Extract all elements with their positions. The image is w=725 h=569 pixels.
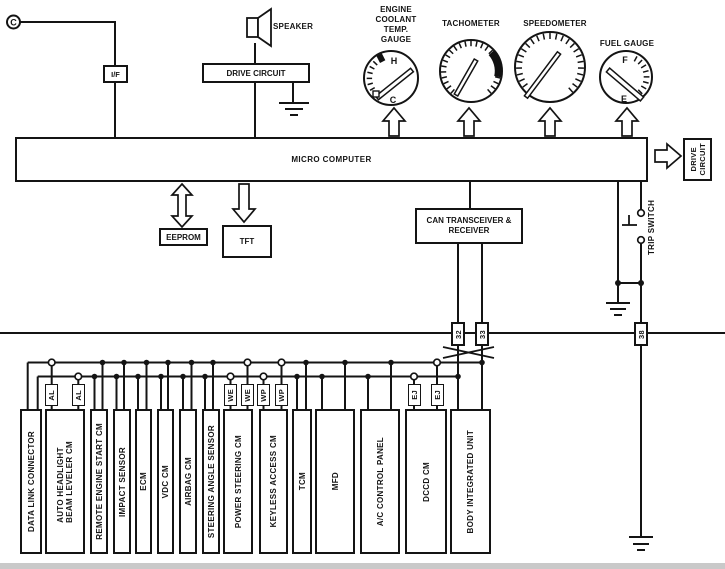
can-transceiver-label: CAN TRANSCEIVER & RECEIVER bbox=[426, 216, 512, 235]
trip-switch-contact-bottom bbox=[636, 235, 646, 245]
eeprom-label: EEPROM bbox=[166, 232, 201, 242]
arrow-up-fuel-gauge bbox=[614, 106, 640, 137]
arrow-up-speedometer bbox=[537, 106, 563, 137]
speaker-icon bbox=[246, 7, 272, 48]
tft-label: TFT bbox=[239, 237, 255, 246]
connector-33-label: 33 bbox=[477, 329, 487, 339]
module-body-integrated-unit: BODY INTEGRATED UNIT bbox=[450, 409, 491, 554]
module-airbag-cm: AIRBAG CM bbox=[179, 409, 197, 554]
tag-we-1: WE bbox=[224, 384, 237, 406]
speaker-drive-circuit-box: DRIVE CIRCUIT bbox=[202, 63, 310, 83]
ground-symbol-speaker bbox=[279, 102, 309, 116]
tag-wp-1: WP bbox=[257, 384, 270, 406]
engine-coolant-temp-gauge-icon: HC bbox=[363, 50, 419, 106]
module-data-link-connector: DATA LINK CONNECTOR bbox=[20, 409, 42, 554]
module-tcm: TCM bbox=[292, 409, 312, 554]
scan-edge-shadow bbox=[0, 563, 725, 569]
module-mfd: MFD bbox=[315, 409, 355, 554]
ground-symbol-trip bbox=[606, 302, 630, 316]
right-drive-circuit-label: DRIVE CIRCUIT bbox=[688, 143, 707, 176]
connector-circles bbox=[47, 208, 646, 381]
svg-text:C: C bbox=[10, 18, 17, 28]
can-transceiver-box: CAN TRANSCEIVER & RECEIVER bbox=[415, 208, 523, 244]
arrow-up-tachometer bbox=[456, 106, 482, 137]
module-power-steering-cm: POWER STEERING CM bbox=[223, 409, 253, 554]
speedometer-title: SPEEDOMETER bbox=[523, 19, 587, 28]
speaker-drive-circuit-label: DRIVE CIRCUIT bbox=[226, 68, 286, 78]
if-label: I/F bbox=[111, 69, 120, 79]
speedometer-icon bbox=[514, 31, 586, 103]
micro-computer-box: MICRO COMPUTER bbox=[15, 137, 648, 182]
arrow-double-eeprom bbox=[170, 182, 194, 229]
connector-32-label: 32 bbox=[453, 329, 463, 339]
tag-we-2: WE bbox=[241, 384, 254, 406]
trip-switch-contact-top bbox=[636, 208, 646, 218]
junction-dots bbox=[91, 280, 644, 380]
arrow-up-coolant-gauge bbox=[381, 106, 407, 137]
module-auto-headlight-beam-leveler-cm: AUTO HEADLIGHT BEAM LEVELER CM bbox=[45, 409, 85, 554]
module-steering-angle-sensor: STEERING ANGLE SENSOR bbox=[202, 409, 220, 554]
tag-ej-2: EJ bbox=[430, 384, 444, 406]
eeprom-box: EEPROM bbox=[159, 228, 208, 246]
module-ecm: ECM bbox=[135, 409, 152, 554]
micro-computer-label: MICRO COMPUTER bbox=[291, 155, 372, 164]
tft-box: TFT bbox=[222, 225, 272, 258]
tag-al-2: AL bbox=[71, 384, 85, 406]
tag-ej-1: EJ bbox=[407, 384, 421, 406]
coolant-gauge-title: ENGINE COOLANT TEMP. GAUGE bbox=[375, 5, 417, 44]
if-box: I/F bbox=[103, 65, 128, 83]
connector-38-label: 38 bbox=[636, 329, 646, 339]
module-ac-control-panel: A/C CONTROL PANEL bbox=[360, 409, 400, 554]
fuel-gauge-top-label: F bbox=[622, 55, 628, 65]
fuel-gauge-bottom-label: E bbox=[621, 94, 627, 104]
tachometer-title: TACHOMETER bbox=[442, 19, 500, 28]
fuel-gauge-icon: FE bbox=[599, 50, 653, 104]
connector-32-box: 32 bbox=[451, 322, 465, 346]
module-impact-sensor: IMPACT SENSOR bbox=[113, 409, 131, 554]
circuit-ref-c-icon: C bbox=[6, 14, 21, 30]
trip-switch-label: TRIP SWITCH bbox=[647, 199, 656, 255]
connector-33-box: 33 bbox=[475, 322, 489, 346]
tachometer-icon bbox=[439, 39, 503, 103]
fuel-gauge-title: FUEL GAUGE bbox=[599, 39, 655, 48]
ground-symbol-38 bbox=[629, 536, 653, 551]
module-dccd-cm: DCCD CM bbox=[405, 409, 447, 554]
right-drive-circuit-box: DRIVE CIRCUIT bbox=[683, 138, 712, 181]
arrow-down-tft bbox=[231, 183, 257, 224]
engine-coolant-temp-gauge-bottom-label: C bbox=[390, 95, 397, 105]
tag-wp-2: WP bbox=[275, 384, 288, 406]
module-vdc-cm: VDC CM bbox=[157, 409, 174, 554]
tag-al-1: AL bbox=[45, 384, 59, 406]
engine-coolant-temp-gauge-top-label: H bbox=[391, 56, 398, 66]
arrow-right-drive-circuit bbox=[654, 142, 683, 170]
module-keyless-access-cm: KEYLESS ACCESS CM bbox=[259, 409, 288, 554]
module-remote-engine-start-cm: REMOTE ENGINE START CM bbox=[90, 409, 108, 554]
speaker-label: SPEAKER bbox=[273, 22, 314, 31]
connector-38-box: 38 bbox=[634, 322, 648, 346]
